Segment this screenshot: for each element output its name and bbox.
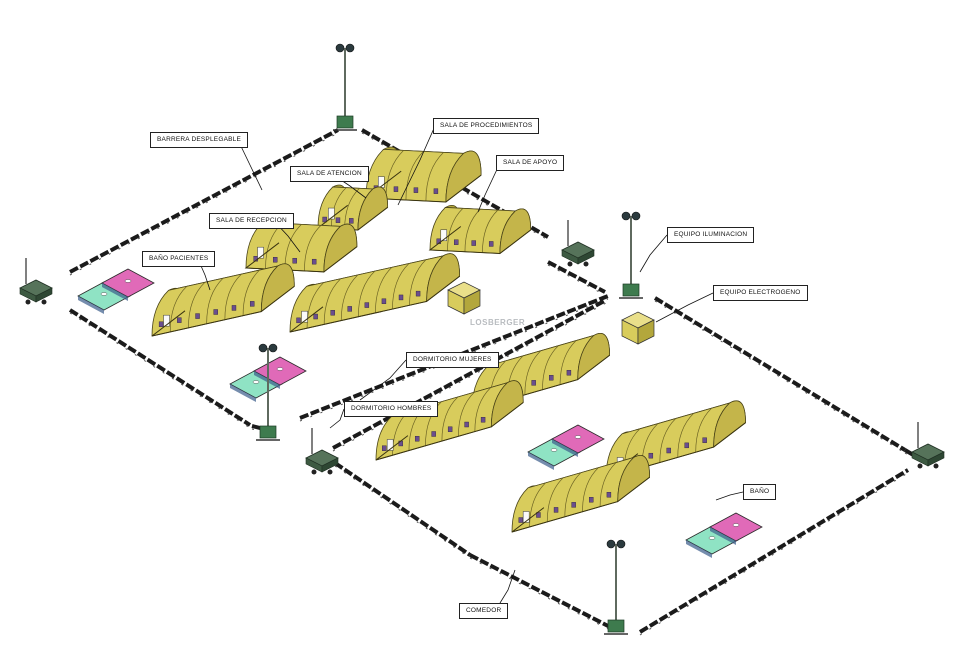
label-bano-pacientes: BAÑO PACIENTES — [142, 251, 216, 267]
leader-dormitorio-hombres — [329, 408, 345, 429]
fence-barrier-icon — [69, 128, 339, 276]
leader-electrogeno — [655, 292, 714, 323]
light-tower-icon — [333, 43, 357, 131]
light-tower-icon — [256, 343, 280, 441]
tent-sala-procedimientos — [364, 146, 482, 203]
label-sala-apoyo: SALA DE APOYO — [496, 155, 565, 171]
fence-barrier-icon — [332, 298, 607, 452]
leader-procedimientos — [397, 125, 436, 206]
fence-barrier-icon — [547, 260, 606, 296]
generator-icon — [305, 428, 339, 475]
portable-generator-icon — [447, 281, 481, 315]
light-tower-icon — [604, 539, 628, 635]
generator-icon — [19, 258, 53, 305]
tent-bano-pacientes — [151, 263, 295, 337]
leader-iluminacion — [639, 234, 668, 273]
fence-barrier-icon — [469, 553, 613, 632]
callout-leaders — [197, 125, 744, 604]
label-equipo-iluminacion: EQUIPO ILUMINACION — [667, 227, 755, 243]
label-bano: BAÑO — [743, 484, 777, 500]
label-comedor: COMEDOR — [459, 603, 509, 619]
label-dormitorio-hombres: DORMITORIO HOMBRES — [344, 401, 439, 417]
fence-barrier-icon — [68, 308, 252, 429]
tent-dormitorio-hombres — [375, 380, 524, 461]
leader-dormitorio-mujeres — [359, 359, 407, 401]
label-equipo-electrogeno: EQUIPO ELECTROGENO — [713, 285, 808, 301]
equipment — [19, 43, 945, 635]
bath-pad-pink — [101, 268, 155, 301]
leader-bano — [715, 491, 744, 501]
leader-apoyo — [477, 162, 501, 213]
tent-connector — [316, 184, 389, 231]
label-dormitorio-mujeres: DORMITORIO MUJERES — [406, 352, 499, 368]
fence-barrier-icon — [333, 461, 472, 559]
tents — [151, 146, 746, 533]
bath-pad-pink — [551, 424, 605, 457]
light-tower-icon — [619, 211, 643, 299]
label-barrera-desplegable: BARRERA DESPLEGABLE — [150, 132, 248, 148]
leader-barrera — [237, 139, 263, 191]
generator-icon — [561, 220, 595, 267]
label-sala-procedimientos: SALA DE PROCEDIMIENTOS — [433, 118, 540, 134]
generator-icon — [911, 422, 945, 469]
fence-barrier-icon — [653, 296, 907, 454]
label-sala-recepcion: SALA DE RECEPCION — [209, 213, 294, 229]
label-sala-atencion: SALA DE ATENCION — [290, 166, 369, 182]
watermark: LOSBERGER — [470, 318, 526, 327]
tent-comedor — [511, 454, 651, 533]
tent-bano — [605, 400, 746, 479]
tent-sala-apoyo — [428, 205, 532, 255]
fence-barrier-icon — [638, 468, 910, 636]
portable-generator-icon — [621, 311, 655, 345]
fence-barrier-icon — [903, 448, 917, 460]
bath-pad-pink — [709, 512, 763, 545]
leader-comedor — [499, 569, 516, 604]
tent-dormitorio — [289, 253, 461, 333]
